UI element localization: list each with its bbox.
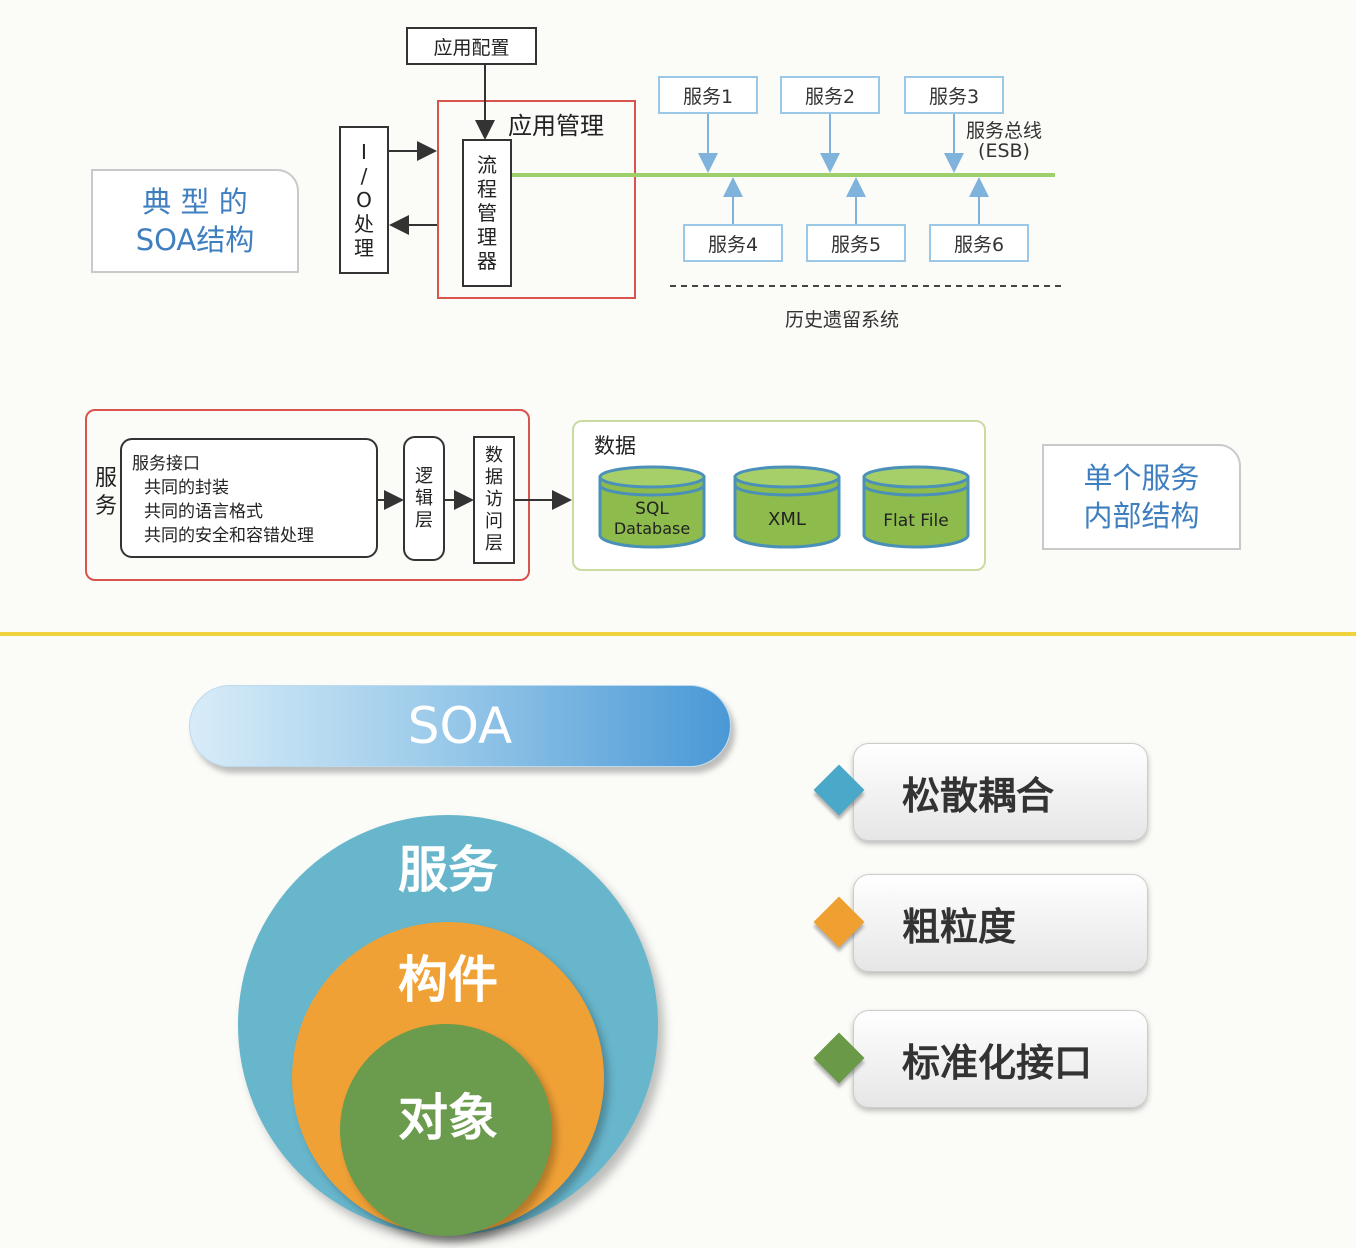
io-char: / <box>360 164 368 188</box>
top-connectors <box>389 65 1066 287</box>
feature-coarse-granularity: 粗粒度 <box>853 874 1148 972</box>
interface-item: 共同的封装 <box>144 478 229 498</box>
process-manager-box: 流 程 管 理 器 <box>462 139 512 287</box>
typical-soa-tag: 典 型 的 SOA结构 <box>91 169 299 273</box>
single-service-line: 单个服务 <box>1083 461 1200 495</box>
pm-char: 程 <box>477 177 497 201</box>
db-label-line2: Database <box>613 519 691 538</box>
typical-soa-line: SOA结构 <box>135 223 255 257</box>
esb-line: 服务总线 <box>966 120 1043 142</box>
middle-arrows <box>378 490 572 510</box>
app-management-label: 应用管理 <box>508 112 604 140</box>
service-circle-label: 服务 <box>398 841 498 899</box>
service-box-4: 服务4 <box>683 224 783 262</box>
pm-char: 管 <box>477 201 497 225</box>
dal-char: 层 <box>485 533 503 554</box>
database-cylinder-sql: SQL Database <box>598 465 706 549</box>
legacy-system-label: 历史遗留系统 <box>785 309 900 331</box>
feature-label: 粗粒度 <box>902 904 1017 949</box>
dal-char: 问 <box>485 511 503 532</box>
db-label-line1: SQL <box>635 499 669 519</box>
service-box-2: 服务2 <box>780 76 880 114</box>
cylinder-icon <box>733 465 841 549</box>
db-label-line1: XML <box>768 509 806 530</box>
interface-item: 共同的安全和容错处理 <box>144 526 314 546</box>
database-cylinder-xml: XML <box>733 465 841 549</box>
db-label-line1: Flat File <box>883 511 949 531</box>
single-service-tag: 单个服务 内部结构 <box>1042 444 1241 550</box>
pm-char: 器 <box>477 249 497 273</box>
io-char: 处 <box>354 212 374 236</box>
service-interface-box: 服务接口 共同的封装 共同的语言格式 共同的安全和容错处理 <box>120 438 378 558</box>
interface-title: 服务接口 <box>132 454 200 474</box>
esb-line: (ESB) <box>978 140 1030 162</box>
dal-char: 访 <box>485 489 503 510</box>
service-label: 服务6 <box>953 233 1005 256</box>
service-box-6: 服务6 <box>929 224 1029 262</box>
app-config-box: 应用配置 <box>406 27 537 65</box>
logic-char: 逻 <box>415 465 433 487</box>
service-label: 服务1 <box>682 85 734 108</box>
io-char: O <box>356 188 372 212</box>
dal-char: 据 <box>485 467 503 488</box>
data-access-layer-box: 数 据 访 问 层 <box>473 436 515 564</box>
section-divider <box>0 632 1356 636</box>
feature-label: 松散耦合 <box>902 773 1055 818</box>
service-box-5: 服务5 <box>806 224 906 262</box>
service-char: 务 <box>94 494 117 519</box>
logic-char: 层 <box>415 509 433 531</box>
pm-char: 流 <box>477 153 497 177</box>
app-config-label: 应用配置 <box>433 36 510 59</box>
object-circle <box>340 1024 552 1236</box>
io-processing-box: I / O 处 理 <box>339 126 389 274</box>
dal-char: 数 <box>485 445 503 466</box>
object-circle-label: 对象 <box>398 1089 498 1147</box>
service-label: 服务2 <box>804 85 856 108</box>
io-char: I <box>361 140 367 164</box>
single-service-line: 内部结构 <box>1083 499 1200 533</box>
logic-layer-box: 逻 辑 层 <box>403 436 445 561</box>
cylinder-icon <box>598 465 706 549</box>
data-title: 数据 <box>594 434 636 458</box>
pm-char: 理 <box>477 225 497 249</box>
service-box-1: 服务1 <box>658 76 758 114</box>
service-label: 服务5 <box>830 233 882 256</box>
feature-standard-interface: 标准化接口 <box>853 1010 1148 1108</box>
soa-banner-label: SOA <box>407 697 513 755</box>
esb-label: 服务总线 (ESB) <box>966 121 1042 161</box>
app-management-frame <box>437 100 636 299</box>
cylinder-icon <box>862 465 970 549</box>
logic-char: 辑 <box>415 487 433 509</box>
service-side-label: 服 务 <box>90 465 122 521</box>
database-cylinder-flatfile: Flat File <box>862 465 970 549</box>
io-char: 理 <box>354 236 374 260</box>
service-box-3: 服务3 <box>904 76 1004 114</box>
interface-item: 共同的语言格式 <box>144 502 263 522</box>
service-char: 服 <box>94 466 117 491</box>
service-label: 服务4 <box>707 233 759 256</box>
typical-soa-line: 典 型 的 <box>142 185 248 219</box>
component-circle-label: 构件 <box>398 951 498 1009</box>
feature-loose-coupling: 松散耦合 <box>853 743 1148 841</box>
soa-banner: SOA <box>189 685 731 767</box>
feature-label: 标准化接口 <box>902 1040 1093 1085</box>
service-label: 服务3 <box>928 85 980 108</box>
service-frame <box>85 409 530 581</box>
